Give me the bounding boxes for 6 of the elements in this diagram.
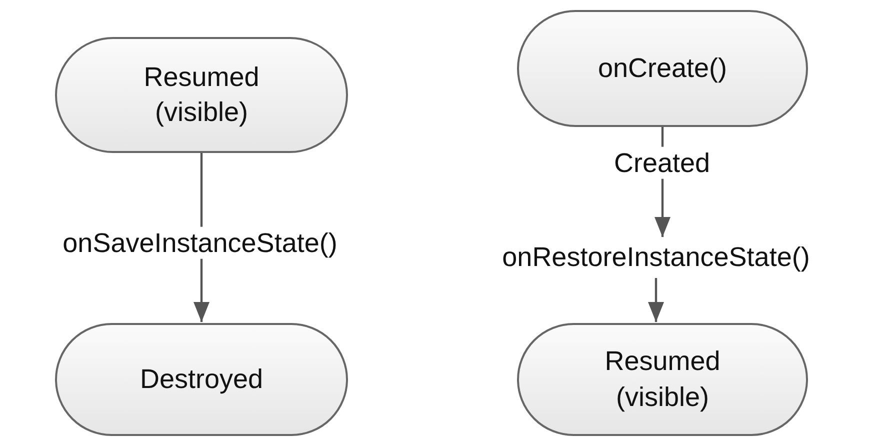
arrow [648, 278, 664, 322]
state-label: Resumed (visible) [604, 345, 722, 414]
state-label: onCreate() [598, 52, 728, 85]
method-label: onRestoreInstanceState() [502, 241, 810, 274]
state-label: Resumed (visible) [142, 60, 260, 129]
state-label: Destroyed [140, 362, 264, 396]
